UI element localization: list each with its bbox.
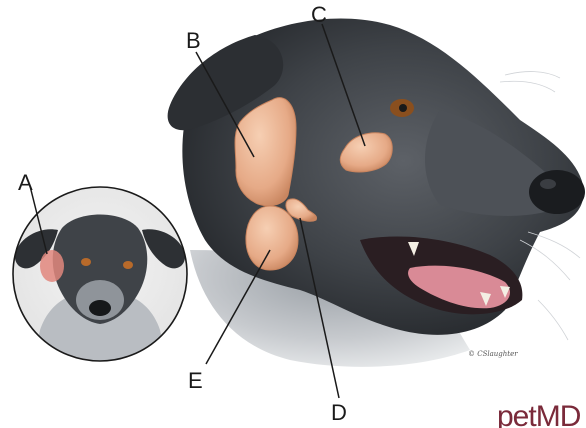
inset-nose <box>89 300 111 316</box>
label-d: D <box>331 400 347 425</box>
label-b: B <box>186 28 201 53</box>
artist-signature: © CSlaughter <box>468 350 518 358</box>
eye-pupil <box>399 104 407 112</box>
label-a: A <box>18 170 33 195</box>
gland-e <box>246 206 298 270</box>
inset-eye-left <box>81 258 91 266</box>
nose-highlight <box>540 179 556 189</box>
inset-front-view <box>13 187 187 370</box>
label-c: C <box>311 2 327 27</box>
petmd-logo: petMD <box>497 400 581 428</box>
inset-gland-highlight <box>40 250 64 282</box>
nose <box>529 170 585 214</box>
dog-head-illustration: © CSlaughter <box>168 19 585 367</box>
label-e: E <box>188 368 203 393</box>
inset-eye-right <box>123 261 133 269</box>
